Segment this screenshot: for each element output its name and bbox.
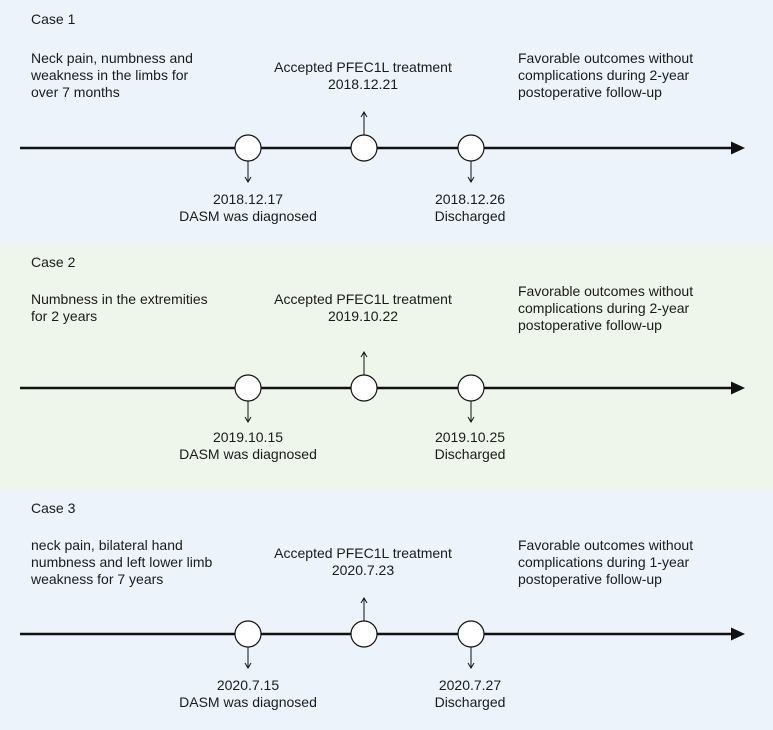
case-title: Case 1 (31, 11, 76, 27)
diagnosis-date: 2018.12.17 (212, 191, 284, 207)
chief-complaint: neck pain, bilateral hand numbness and l… (31, 537, 213, 587)
discharge-event: 2020.7.27 Discharged (385, 677, 555, 711)
diagnosis-event: 2019.10.15 DASM was diagnosed (163, 429, 333, 463)
diagnosis-arrowhead (244, 416, 252, 423)
case-3-panel: Case 3 neck pain, bilateral hand numbnes… (0, 489, 773, 730)
diagnosis-node (234, 134, 262, 162)
discharge-label: Discharged (434, 208, 506, 224)
diagnosis-arrowhead (244, 176, 252, 183)
treatment-date: 2019.10.22 (327, 308, 399, 324)
treatment-node (350, 134, 378, 162)
discharge-arrowhead (467, 416, 475, 423)
outcome-text: Favorable outcomes without complications… (518, 283, 694, 333)
case-1-panel: Case 1 Neck pain, numbness and weakness … (0, 0, 773, 243)
treatment-date: 2020.7.23 (331, 562, 395, 578)
treatment-label: Accepted PFEC1L treatment (274, 291, 452, 307)
outcome-text: Favorable outcomes without complications… (518, 537, 694, 587)
discharge-label: Discharged (434, 446, 506, 462)
treatment-node (350, 620, 378, 648)
diagnosis-label: DASM was diagnosed (179, 694, 317, 710)
timeline-arrowhead (731, 141, 745, 155)
treatment-label: Accepted PFEC1L treatment (274, 59, 452, 75)
treatment-arrowhead (360, 111, 368, 118)
diagnosis-label: DASM was diagnosed (179, 208, 317, 224)
discharge-label: Discharged (434, 694, 506, 710)
timeline-arrowhead (731, 627, 745, 641)
diagnosis-arrowhead (244, 662, 252, 669)
treatment-arrowhead (360, 597, 368, 604)
discharge-node (457, 620, 485, 648)
discharge-node (457, 134, 485, 162)
case-2-panel: Case 2 Numbness in the extremities for 2… (0, 243, 773, 489)
chief-complaint: Neck pain, numbness and weakness in the … (31, 50, 193, 100)
case-1-timeline (20, 111, 745, 183)
treatment-event: Accepted PFEC1L treatment 2018.12.21 (258, 59, 468, 93)
diagnosis-node (234, 374, 262, 402)
outcome-text: Favorable outcomes without complications… (518, 50, 694, 100)
treatment-arrowhead (360, 351, 368, 358)
discharge-date: 2020.7.27 (438, 677, 502, 693)
diagnosis-node (234, 620, 262, 648)
case-title: Case 3 (31, 500, 76, 516)
diagnosis-label: DASM was diagnosed (179, 446, 317, 462)
treatment-node (350, 374, 378, 402)
treatment-event: Accepted PFEC1L treatment 2020.7.23 (258, 545, 468, 579)
diagnosis-event: 2020.7.15 DASM was diagnosed (163, 677, 333, 711)
diagnosis-event: 2018.12.17 DASM was diagnosed (163, 191, 333, 225)
treatment-date: 2018.12.21 (327, 76, 399, 92)
discharge-event: 2018.12.26 Discharged (385, 191, 555, 225)
discharge-date: 2018.12.26 (434, 191, 506, 207)
chief-complaint: Numbness in the extremities for 2 years (31, 291, 208, 324)
case-2-timeline (20, 351, 745, 423)
case-3-timeline (20, 597, 745, 669)
treatment-event: Accepted PFEC1L treatment 2019.10.22 (258, 291, 468, 325)
discharge-node (457, 374, 485, 402)
discharge-date: 2019.10.25 (434, 429, 506, 445)
timeline-arrowhead (731, 381, 745, 395)
case-title: Case 2 (31, 254, 76, 270)
treatment-label: Accepted PFEC1L treatment (274, 545, 452, 561)
diagnosis-date: 2020.7.15 (216, 677, 280, 693)
discharge-arrowhead (467, 176, 475, 183)
discharge-arrowhead (467, 662, 475, 669)
discharge-event: 2019.10.25 Discharged (385, 429, 555, 463)
diagnosis-date: 2019.10.15 (212, 429, 284, 445)
